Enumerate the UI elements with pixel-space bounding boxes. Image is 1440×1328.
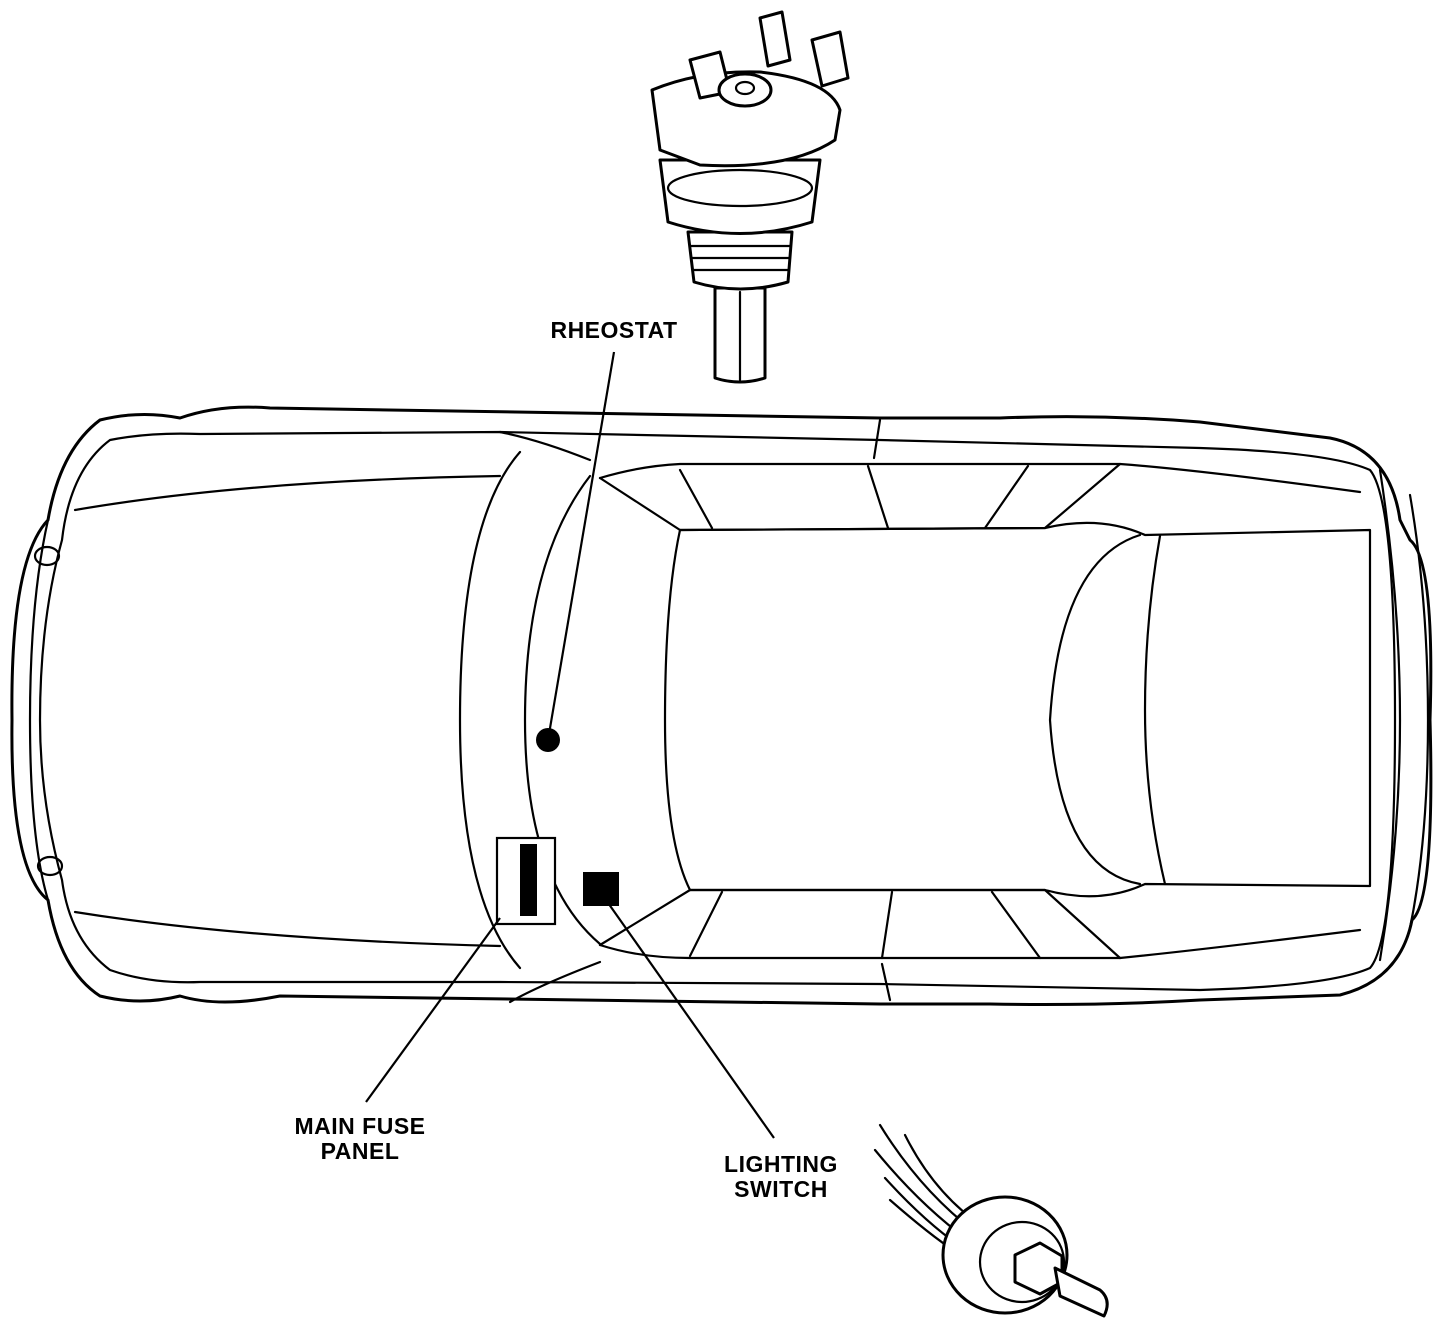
main-fuse-panel-marker-bar: [520, 844, 537, 916]
rheostat-part-illustration: [650, 10, 850, 384]
pillar-top-2: [866, 464, 890, 530]
roof-front-edge: [598, 476, 692, 947]
windshield-inner: [523, 474, 602, 946]
pillar-bottom-2: [880, 890, 894, 960]
main-fuse-panel-label-line1: MAIN FUSE: [295, 1113, 426, 1139]
main-fuse-leader-line: [365, 917, 501, 1103]
main-fuse-panel-label-line2: PANEL: [321, 1138, 400, 1164]
rheostat-terminal-2: [758, 10, 792, 68]
hood-crease-bottom: [73, 910, 502, 948]
body-seam-bottom: [880, 962, 892, 1002]
lighting-switch-leader-line: [605, 899, 775, 1139]
rheostat-leader-line: [546, 351, 616, 741]
pillar-bottom-1: [688, 890, 724, 958]
lighting-switch-marker: [583, 872, 619, 906]
car-body-outline: [10, 405, 1433, 1006]
rheostat-body: [658, 158, 822, 235]
rear-bumper: [1408, 493, 1430, 930]
rheostat-label: RHEOSTAT: [550, 317, 677, 343]
rheostat-terminal-3: [810, 30, 850, 88]
lighting-switch-label-line2: SWITCH: [734, 1176, 828, 1202]
roof-outline: [678, 521, 1372, 898]
front-light-right: [36, 855, 64, 877]
lighting-switch-label-line1: LIGHTING: [724, 1151, 838, 1177]
pillar-top-3: [983, 464, 1030, 530]
rear-deck: [1378, 468, 1402, 962]
switch-shaft: [1053, 1266, 1109, 1318]
pillar-top-1: [678, 468, 714, 530]
car-body-inner: [38, 430, 1397, 992]
hood-crease-top: [73, 474, 502, 512]
body-seam-top: [872, 418, 882, 460]
car-top-view: [10, 405, 1433, 1006]
lighting-switch-part-illustration: [873, 1123, 1109, 1318]
switch-housing-face: [978, 1220, 1066, 1304]
front-bumper: [28, 518, 50, 902]
rheostat-terminal-base: [717, 72, 773, 108]
rheostat-body-rim: [666, 168, 814, 208]
front-light-left: [33, 545, 61, 567]
mirror-right: [508, 960, 602, 1004]
side-window-top: [598, 462, 1362, 494]
rheostat-bushing: [686, 230, 794, 291]
windshield-outer: [458, 450, 522, 970]
rear-window: [1048, 533, 1142, 886]
mirror-left: [498, 430, 592, 462]
rear-window-inner: [1143, 534, 1167, 886]
pillar-bottom-3: [990, 890, 1042, 960]
side-window-bottom: [598, 928, 1362, 960]
rheostat-terminal-hole: [734, 80, 756, 96]
side-window-bottom-inner: [688, 888, 1122, 960]
side-window-top-inner: [678, 462, 1122, 532]
